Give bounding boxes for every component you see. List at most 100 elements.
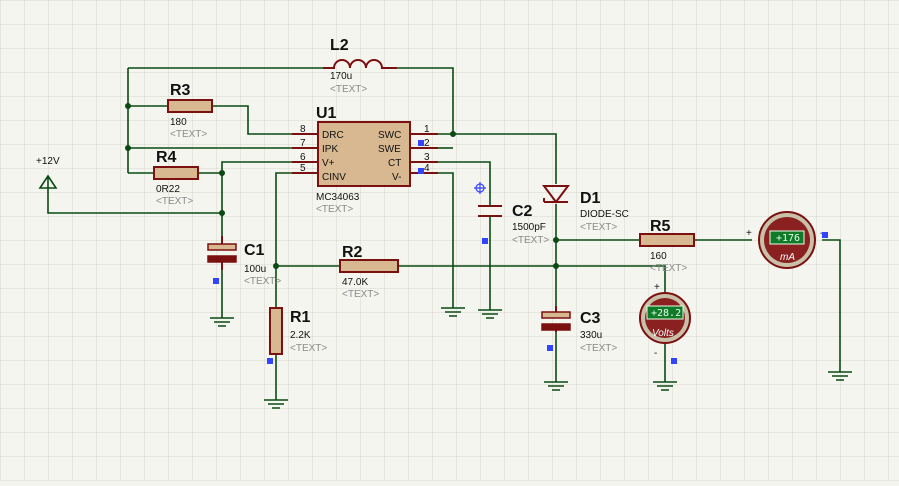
resistor-r1[interactable]: R1 2.2K <TEXT> [269,307,327,355]
probe-marker-icon [213,278,219,284]
crosshair-cursor-icon [474,182,486,194]
r2-value: 47.0K [342,277,368,288]
u1-pin-ipk: IPK [322,144,338,155]
inductor-l2[interactable]: L2 170u <TEXT> [323,37,397,95]
r5-value: 160 [650,251,667,262]
u1-pin-swe: SWE [378,144,401,155]
ammeter-plus: + [746,228,752,239]
supply-terminal[interactable]: +12V [36,156,60,189]
r1-body [269,307,283,355]
d1-ref: D1 [580,190,601,207]
r5-body [639,233,695,247]
d1-value: DIODE-SC [580,209,629,220]
r4-body [153,166,199,180]
r4-ref: R4 [156,149,177,166]
l2-ref: L2 [330,37,349,54]
capacitor-c1[interactable]: C1 100u <TEXT> [207,236,281,287]
u1-ref: U1 [316,105,337,122]
voltmeter-display [646,305,684,320]
u1-pin-6-num: 6 [300,152,306,163]
d1-placeholder: <TEXT> [580,222,617,233]
u1-left-pins [292,133,318,174]
u1-pin-vminus: V- [392,172,401,183]
wire-ammeter-out [822,239,841,372]
resistor-r4[interactable]: R4 0R22 <TEXT> [153,149,199,207]
wire-r3 [128,105,292,135]
resistor-r5[interactable]: R5 160 <TEXT> [639,218,695,274]
ground-u1-icon [441,307,465,317]
voltmeter-reading: +28.2 [651,308,681,319]
u1-pin-1-num: 1 [424,124,430,135]
r1-value: 2.2K [290,330,311,341]
wire-swc [438,133,557,184]
r3-placeholder: <TEXT> [170,129,207,140]
voltmeter-unit: Volts [652,328,674,339]
supply-arrow-icon [38,174,58,189]
ground-voltmeter-icon [653,381,677,391]
ground-c2-icon [478,309,502,319]
u1-pin-cinv: CINV [322,172,346,183]
u1-pin-8-num: 8 [300,124,306,135]
u1-right-pins [410,133,438,174]
r5-placeholder: <TEXT> [650,263,687,274]
c2-placeholder: <TEXT> [512,235,549,246]
voltmeter[interactable]: +28.2 Volts + - [639,282,691,359]
r2-body [339,259,399,273]
r1-ref: R1 [290,309,311,326]
capacitor-c3[interactable]: C3 330u <TEXT> [541,306,617,354]
ground-symbols [210,307,852,409]
c1-plate-top [207,243,237,251]
voltmeter-plus: + [654,282,660,293]
c1-ref: C1 [244,242,265,259]
c3-placeholder: <TEXT> [580,343,617,354]
c2-value: 1500pF [512,222,546,233]
wire-supply [47,188,222,214]
u1-pin-2-num: 2 [424,138,430,149]
resistor-r3[interactable]: R3 180 <TEXT> [167,82,213,140]
c3-plate-bottom [541,323,571,331]
u1-pin-swc: SWC [378,130,401,141]
wire-l2-loop [128,67,454,134]
u1-value: MC34063 [316,192,360,203]
r1-placeholder: <TEXT> [290,343,327,354]
probe-marker-icon [267,358,273,364]
r4-value: 0R22 [156,184,180,195]
c1-placeholder: <TEXT> [244,276,281,287]
r3-ref: R3 [170,82,191,99]
r2-placeholder: <TEXT> [342,289,379,300]
r4-placeholder: <TEXT> [156,196,193,207]
r3-body [167,99,213,113]
c1-plate-bottom [207,255,237,263]
wire-ct [438,161,491,200]
c2-ref: C2 [512,203,533,220]
r2-ref: R2 [342,244,363,261]
diode-d1[interactable]: D1 DIODE-SC <TEXT> [542,185,629,233]
c1-value: 100u [244,264,266,275]
resistor-r2[interactable]: R2 47.0K <TEXT> [339,244,399,300]
wire-vminus [438,172,454,308]
probe-marker-icon [822,232,828,238]
ground-r1-icon [264,399,288,409]
u1-pin-3-num: 3 [424,152,430,163]
capacitor-c2[interactable]: C2 1500pF <TEXT> [478,200,549,246]
supply-label: +12V [36,156,60,167]
wires [47,67,841,400]
u1-placeholder: <TEXT> [316,204,353,215]
u1-pin-5-num: 5 [300,163,306,174]
l2-placeholder: <TEXT> [330,84,367,95]
probe-marker-icon [418,140,424,146]
u1-body [317,121,411,187]
ic-u1[interactable]: U1 MC34063 <TEXT> 8 7 6 5 DRC IPK V+ CIN… [292,105,438,215]
ammeter-reading: +176 [776,233,800,244]
probe-marker-icon [418,168,424,174]
c3-value: 330u [580,330,602,341]
u1-pin-ct: CT [388,158,401,169]
probe-markers [213,140,828,364]
ground-c1-icon [210,317,234,327]
ammeter[interactable]: +176 mA + - [746,211,823,269]
probe-marker-icon [547,345,553,351]
u1-pin-7-num: 7 [300,138,306,149]
l2-value: 170u [330,71,352,82]
